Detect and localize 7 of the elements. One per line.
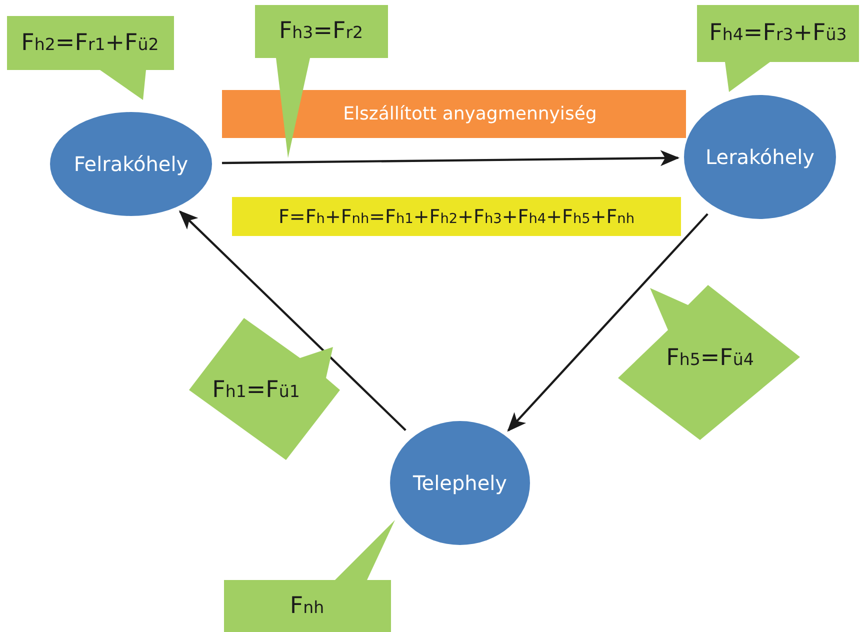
arrow [222,150,680,166]
arrow [507,213,708,432]
node-label: Felrakóhely [74,152,188,176]
node-label: Telephely [412,471,508,495]
node-label: Elszállított anyagmennyiség [343,104,597,124]
node-label: Lerakóhely [705,145,815,169]
arrow [178,210,406,432]
